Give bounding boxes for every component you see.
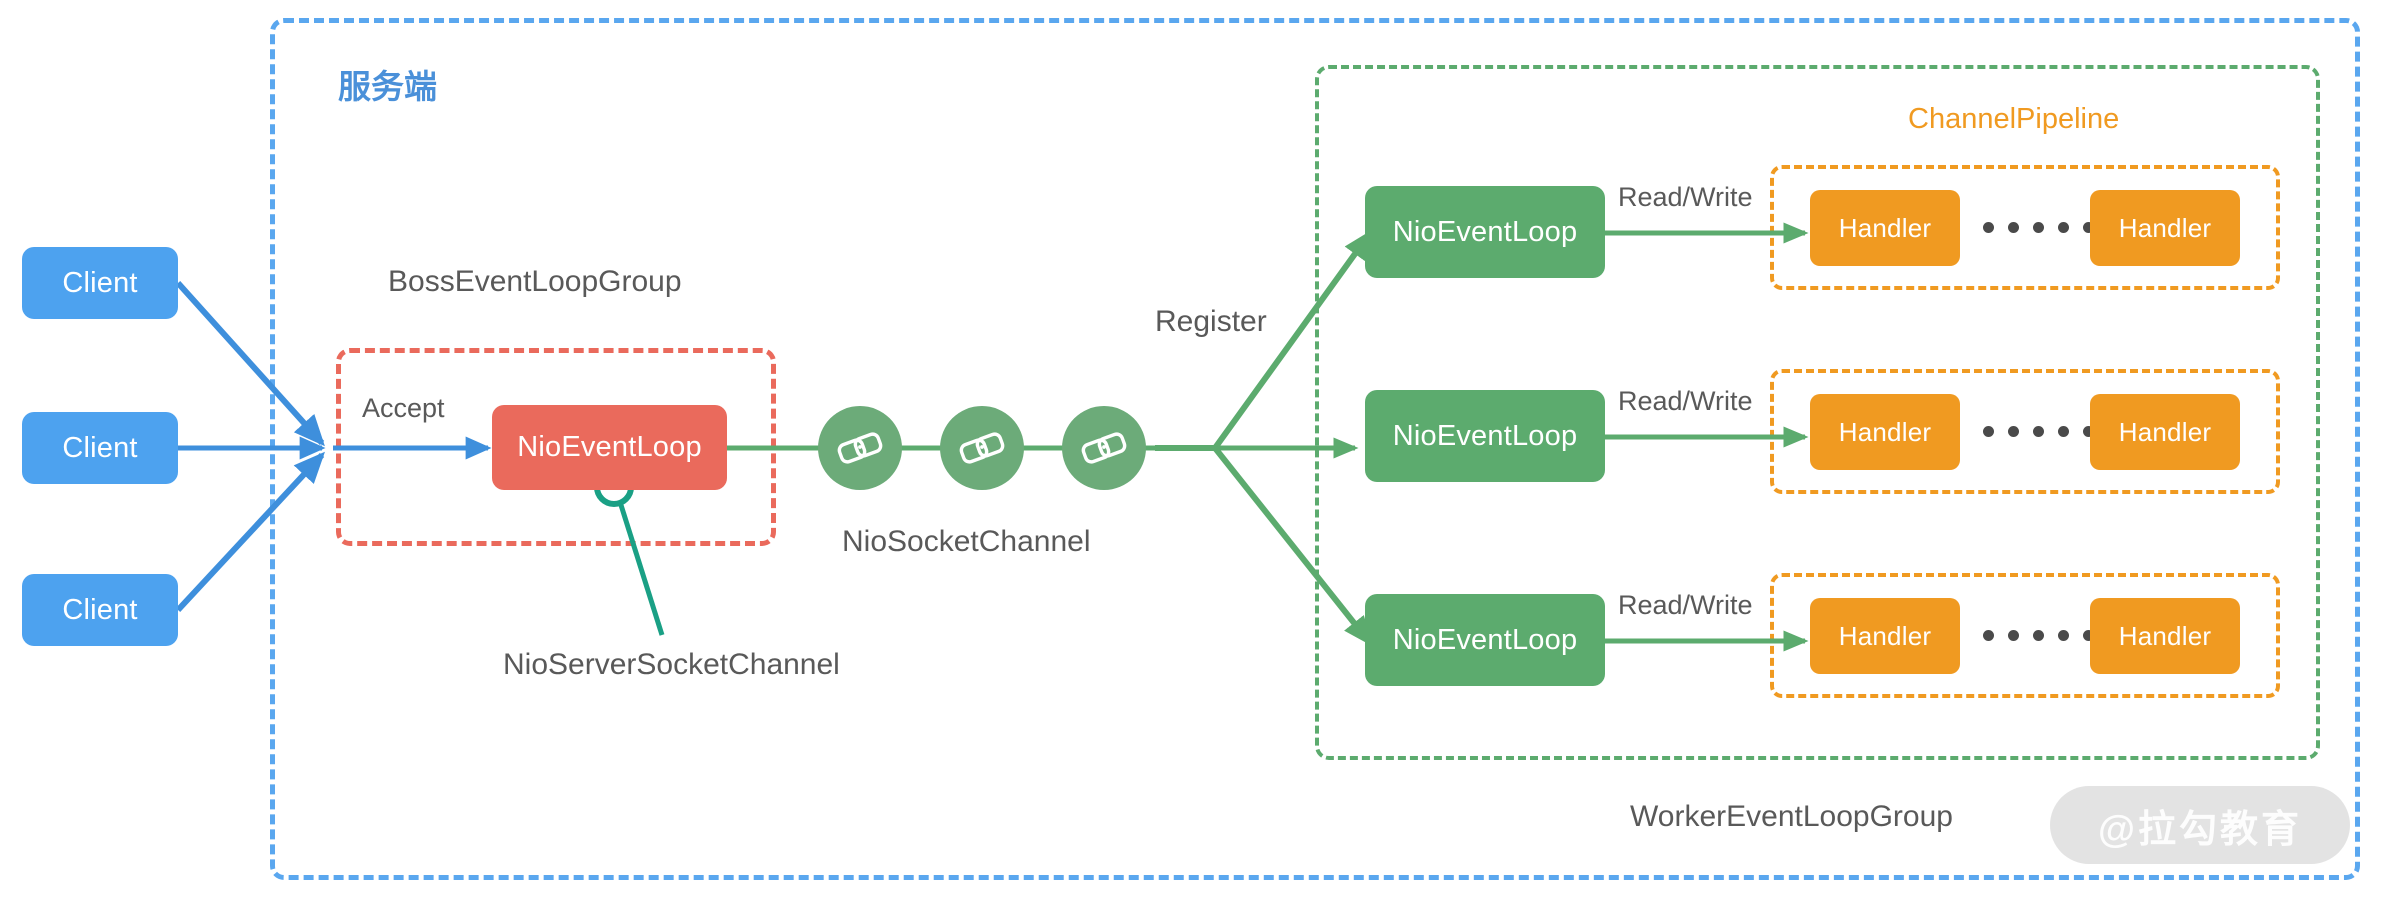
worker-event-loop-group-boundary: [1315, 65, 2320, 760]
worker-nio-event-loop-3[interactable]: NioEventLoop: [1365, 594, 1605, 686]
read-write-label-2: Read/Write: [1618, 386, 1753, 416]
client-box-1[interactable]: Client: [22, 247, 178, 319]
read-write-label-3: Read/Write: [1618, 590, 1753, 620]
client-1-connector: [175, 280, 325, 447]
watermark-badge: @拉勾教育: [2050, 786, 2350, 864]
server-region-label: 服务端: [338, 68, 437, 105]
handler-box-3-a[interactable]: Handler: [1810, 598, 1960, 674]
client-box-3[interactable]: Client: [22, 574, 178, 646]
nioserversocketchannel-leader-line: [618, 504, 665, 636]
channel-pipeline-boundary-row-2: [1770, 369, 2280, 494]
handler-box-2-b[interactable]: Handler: [2090, 394, 2240, 470]
client-3-connector: [175, 451, 325, 613]
channel-pipeline-label: ChannelPipeline: [1908, 103, 2120, 135]
register-connector-row-3: [1212, 446, 1373, 647]
boss-event-loop-group-label: BossEventLoopGroup: [388, 265, 682, 298]
handler-box-1-a[interactable]: Handler: [1810, 190, 1960, 266]
worker-nio-event-loop-2[interactable]: NioEventLoop: [1365, 390, 1605, 482]
boss-nio-event-loop[interactable]: NioEventLoop: [492, 405, 727, 490]
worker-nio-event-loop-1[interactable]: NioEventLoop: [1365, 186, 1605, 278]
register-connector-row-1: [1155, 229, 1373, 451]
channel-pipeline-boundary-row-1: [1770, 165, 2280, 290]
nio-server-socket-channel-caption: NioServerSocketChannel: [503, 648, 840, 681]
nio-socket-channel-caption: NioSocketChannel: [842, 525, 1091, 558]
register-label: Register: [1155, 305, 1267, 338]
handler-box-1-b[interactable]: Handler: [2090, 190, 2240, 266]
worker-event-loop-group-label: WorkerEventLoopGroup: [1630, 800, 1953, 833]
client-box-2[interactable]: Client: [22, 412, 178, 484]
accept-label: Accept: [362, 393, 445, 423]
link-icon-1: [818, 406, 902, 490]
handler-box-3-b[interactable]: Handler: [2090, 598, 2240, 674]
read-write-label-1: Read/Write: [1618, 182, 1753, 212]
handler-box-2-a[interactable]: Handler: [1810, 394, 1960, 470]
channel-pipeline-boundary-row-3: [1770, 573, 2280, 698]
link-icon-3: [1062, 406, 1146, 490]
link-icon-2: [940, 406, 1024, 490]
